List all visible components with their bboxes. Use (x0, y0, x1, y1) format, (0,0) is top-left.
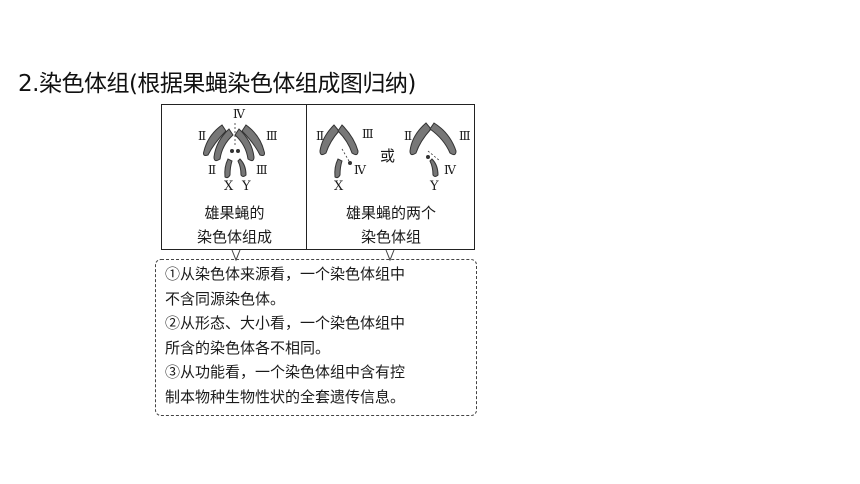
chromosome-y (237, 158, 247, 177)
right-panel: Ⅱ Ⅲ Ⅳ X 或 Ⅱ Ⅲ Ⅳ Y 雄果蝇的两个 染色体组 (308, 105, 474, 249)
set-a-label-ii: Ⅱ (316, 129, 325, 143)
or-text: 或 (380, 147, 396, 165)
set-a-chromosome-iii (337, 124, 359, 156)
set-b-chromosome-iii (429, 122, 457, 156)
chromosome-ii-b (213, 128, 234, 162)
label-iii-bottom: Ⅲ (256, 163, 268, 177)
set-a-label-iii: Ⅲ (362, 127, 374, 141)
label-y: Y (242, 179, 251, 194)
note-line-2: 不含同源染色体。 (165, 289, 286, 308)
set-a-chromosome-x (334, 158, 343, 179)
left-caption: 雄果蝇的 染色体组成 (196, 204, 272, 246)
set-b-label-ii: Ⅱ (404, 129, 413, 143)
left-panel: Ⅳ Ⅱ Ⅲ Ⅱ Ⅲ X Y 雄果蝇的 染色体组成 (162, 105, 307, 249)
chromosome-iii-a (241, 124, 265, 156)
set-a-label-iv: Ⅳ (354, 163, 366, 177)
set-b-label-y: Y (430, 179, 439, 194)
set-b-chromosome-ii (409, 122, 432, 156)
note-line-1: ①从染色体来源看，一个染色体组中 (165, 265, 406, 283)
label-ii-top: Ⅱ (198, 129, 207, 143)
label-iii-top: Ⅲ (266, 129, 278, 143)
set-a-chromosome-ii (319, 124, 340, 156)
panel-divider (306, 104, 308, 250)
connector-notches (231, 249, 395, 262)
chromosome-ii-a (203, 124, 227, 156)
notes-box (155, 259, 477, 416)
section-title: 2.染色体组(根据果蝇染色体组成图归纳) (18, 71, 416, 97)
set-b-chromosome-y (429, 158, 439, 177)
note-line-4: 所含的染色体各不相同。 (165, 338, 331, 357)
note-line-6: 制本物种生物性状的全套遗传信息。 (165, 387, 406, 406)
set-a-label-x: X (334, 179, 344, 194)
male-karyotype-diagram (203, 123, 265, 179)
set-a-chromosome-iv (348, 161, 352, 165)
label-ii-bottom: Ⅱ (208, 163, 217, 177)
chromosome-iv-a (230, 149, 234, 153)
label-iv: Ⅳ (233, 107, 245, 121)
chromosome-x (224, 158, 233, 179)
label-x: X (224, 179, 234, 194)
right-caption: 雄果蝇的两个 染色体组 (345, 204, 436, 246)
note-line-5: ③从功能看，一个染色体组中含有控 (165, 363, 406, 381)
chromosome-sets-diagram (319, 122, 457, 179)
set-b-chromosome-iv (426, 155, 430, 159)
chromosome-iv-b (236, 149, 240, 153)
set-b-label-iii: Ⅲ (459, 129, 471, 143)
karyotype-box: Ⅳ Ⅱ Ⅲ Ⅱ Ⅲ X Y 雄果蝇的 染色体组成 Ⅱ Ⅲ Ⅳ X (161, 104, 475, 250)
notes-text: ①从染色体来源看，一个染色体组中 不含同源染色体。 ②从形态、大小看，一个染色体… (165, 262, 471, 409)
note-line-3: ②从形态、大小看，一个染色体组中 (165, 314, 406, 332)
set-b-label-iv: Ⅳ (444, 163, 456, 177)
chromosome-iii-b (234, 128, 255, 162)
